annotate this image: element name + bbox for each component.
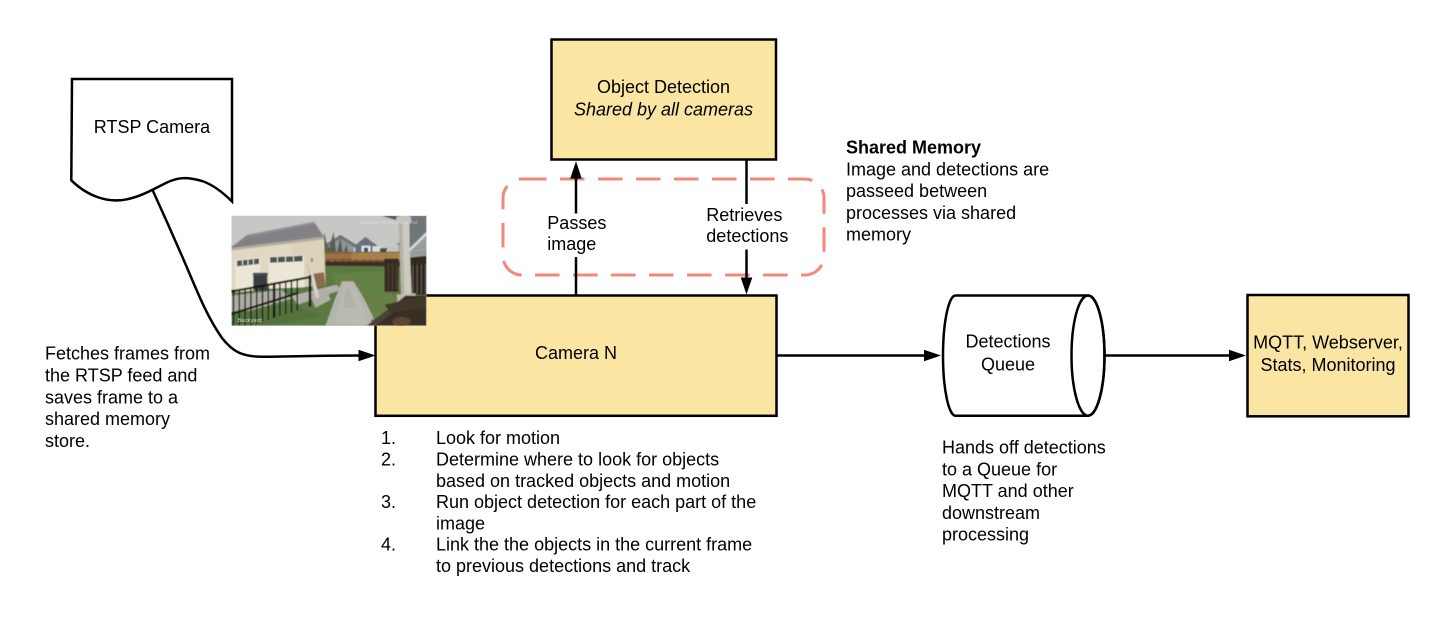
svg-text:to previous detections and tra: to previous detections and track <box>436 556 691 576</box>
svg-text:to a Queue for: to a Queue for <box>942 459 1057 479</box>
svg-text:passeed between: passeed between <box>846 181 987 201</box>
svg-text:Look for motion: Look for motion <box>436 428 560 448</box>
svg-text:image: image <box>547 234 596 254</box>
svg-text:image: image <box>436 513 485 533</box>
svg-text:Backyard: Backyard <box>238 318 262 324</box>
svg-text:4.: 4. <box>381 535 396 555</box>
svg-text:RTSP Camera: RTSP Camera <box>94 117 211 137</box>
svg-text:Run object detection for each: Run object detection for each part of th… <box>436 492 756 512</box>
svg-text:3.: 3. <box>381 492 396 512</box>
svg-text:memory: memory <box>846 225 911 245</box>
svg-text:based on tracked objects and m: based on tracked objects and motion <box>436 471 730 491</box>
svg-text:Retrieves: Retrieves <box>706 205 782 225</box>
svg-text:MQTT and other: MQTT and other <box>942 481 1074 501</box>
svg-text:Hands off detections: Hands off detections <box>942 438 1106 458</box>
svg-text:store.: store. <box>45 431 90 451</box>
svg-text:Shared Memory: Shared Memory <box>846 138 981 158</box>
svg-text:processing: processing <box>942 525 1029 545</box>
svg-text:Image and detections are: Image and detections are <box>846 159 1049 179</box>
svg-text:Stats, Monitoring: Stats, Monitoring <box>1260 355 1395 375</box>
svg-text:1.: 1. <box>381 428 396 448</box>
svg-text:the RTSP feed and: the RTSP feed and <box>45 366 197 386</box>
svg-text:saves frame to a: saves frame to a <box>45 387 179 407</box>
svg-text:Camera N: Camera N <box>535 343 617 363</box>
svg-text:shared memory: shared memory <box>45 409 170 429</box>
svg-text:Shared by all cameras: Shared by all cameras <box>574 99 753 119</box>
svg-text:MQTT, Webserver,: MQTT, Webserver, <box>1253 333 1403 353</box>
svg-text:processes via shared: processes via shared <box>846 203 1016 223</box>
svg-text:Link the the objects in the cu: Link the the objects in the current fram… <box>436 535 752 555</box>
svg-text:Passes: Passes <box>547 213 606 233</box>
svg-text:Fetches frames from: Fetches frames from <box>45 344 210 364</box>
svg-text:2019-02-25 09:01:28 AM: 2019-02-25 09:01:28 AM <box>361 220 418 226</box>
svg-text:2.: 2. <box>381 450 396 470</box>
svg-text:Object Detection: Object Detection <box>597 77 730 97</box>
svg-text:Determine where to look for ob: Determine where to look for objects <box>436 450 719 470</box>
svg-text:downstream: downstream <box>942 503 1040 523</box>
svg-text:Queue: Queue <box>981 355 1035 375</box>
svg-text:Detections: Detections <box>965 332 1050 352</box>
svg-text:detections: detections <box>706 226 788 246</box>
